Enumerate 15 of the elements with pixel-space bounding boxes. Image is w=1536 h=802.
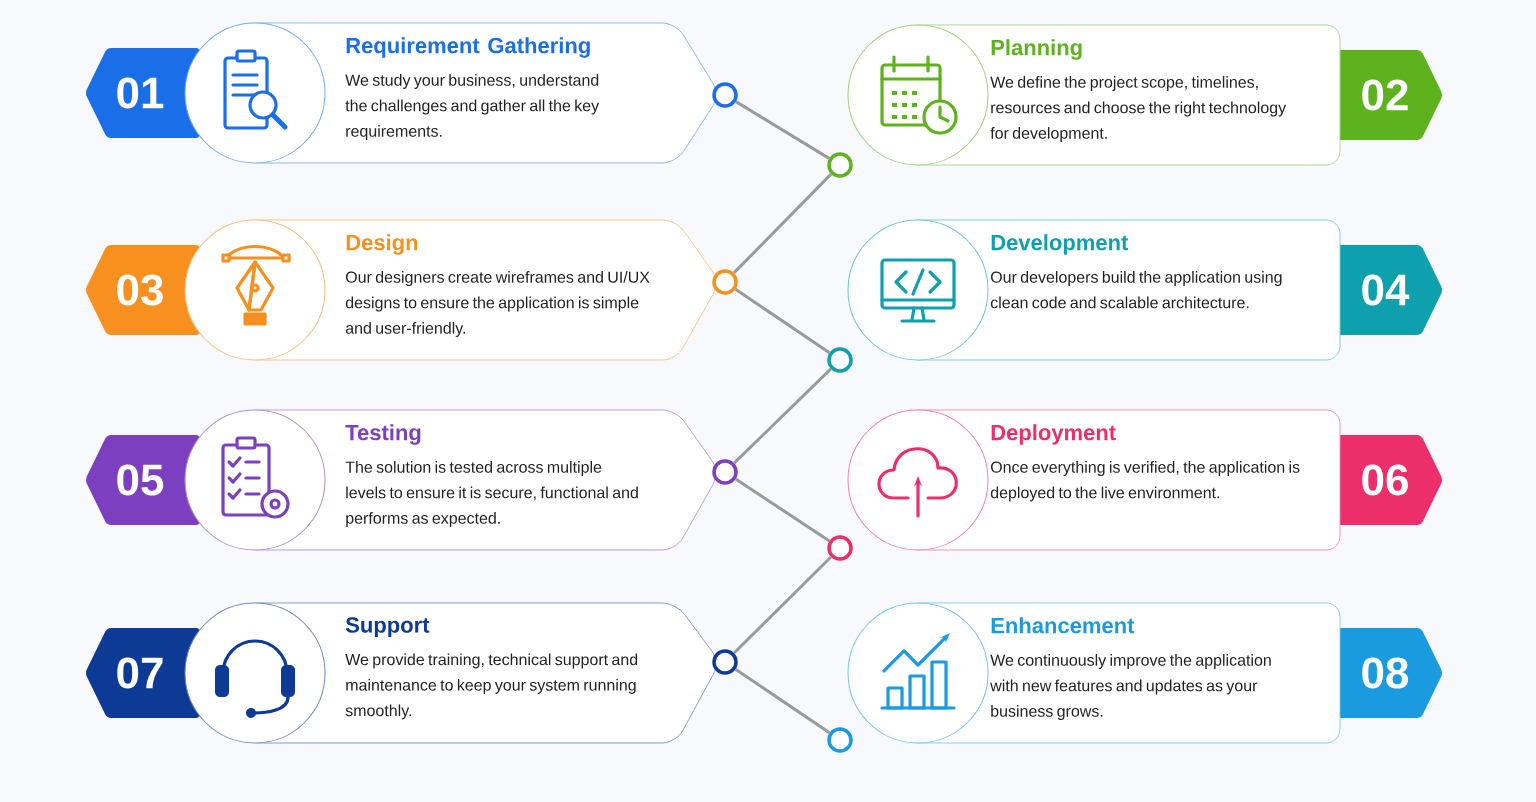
- connector-line: [734, 477, 831, 543]
- connector-line: [732, 173, 833, 274]
- connector-dot: [827, 727, 853, 753]
- connector-dot: [827, 152, 853, 178]
- connector-line: [735, 100, 830, 160]
- connector-dot: [712, 649, 738, 675]
- connector-dot: [827, 535, 853, 561]
- connector-dot: [712, 269, 738, 295]
- connector-dot: [712, 459, 738, 485]
- connector-dot: [712, 82, 738, 108]
- connector-line: [734, 667, 831, 735]
- connector-line: [733, 367, 832, 465]
- connector-line: [734, 287, 831, 355]
- connector-dot: [827, 347, 853, 373]
- connector-line: [733, 555, 832, 655]
